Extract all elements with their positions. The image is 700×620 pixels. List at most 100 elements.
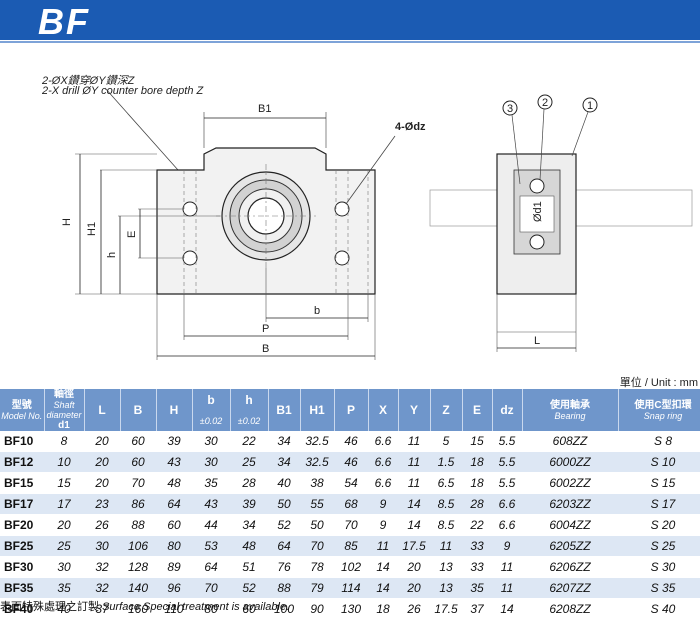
svg-text:1: 1 <box>587 100 593 112</box>
balloon-3 <box>502 100 518 116</box>
cell-e: 33 <box>462 556 492 578</box>
cell-l: 20 <box>84 431 120 452</box>
cell-b: 70 <box>120 472 156 494</box>
cell-l: 30 <box>84 535 120 557</box>
cell-bearing: 6002ZZ <box>522 472 618 494</box>
cell-snap: S 8 <box>618 431 700 452</box>
cell-x: 9 <box>368 493 398 515</box>
cell-x: 14 <box>368 577 398 599</box>
cell-b1: 52 <box>268 514 300 536</box>
cell-e: 37 <box>462 598 492 620</box>
cell-b1: 50 <box>268 493 300 515</box>
cell-dz: 14 <box>492 598 522 620</box>
cell-snap: S 35 <box>618 577 700 599</box>
cell-y: 17.5 <box>398 535 430 557</box>
page-title: BF <box>38 1 90 42</box>
cell-b: 60 <box>120 451 156 473</box>
col-Z: Z <box>430 389 463 431</box>
cell-d1: 15 <box>44 472 84 494</box>
technical-drawing: 2-ØX鑽穿ØY鑽深Z 2-X drill ØY counter bore de… <box>41 74 693 360</box>
col-H: H <box>156 389 193 431</box>
cell-p: 114 <box>334 577 368 599</box>
col-dz: dz <box>492 389 523 431</box>
cell-model: BF20 <box>0 514 44 536</box>
col-L: L <box>84 389 121 431</box>
cell-b1: 34 <box>268 431 300 452</box>
cell-b1: 40 <box>268 472 300 494</box>
cell-bearing: 6207ZZ <box>522 577 618 599</box>
hole-bottom-right <box>334 250 350 266</box>
cell-b: 88 <box>120 514 156 536</box>
cell-model: BF35 <box>0 577 44 599</box>
cell-y: 11 <box>398 451 430 473</box>
cell-dz: 5.5 <box>492 451 522 473</box>
col-X: X <box>368 389 399 431</box>
cell-snap: S 30 <box>618 556 700 578</box>
cell-h: 80 <box>156 535 192 557</box>
cell-y: 11 <box>398 472 430 494</box>
cell-x: 6.6 <box>368 472 398 494</box>
cell-l: 20 <box>84 472 120 494</box>
cell-e: 35 <box>462 577 492 599</box>
cell-y: 11 <box>398 431 430 452</box>
cell-z: 5 <box>430 431 462 452</box>
cell-dz: 5.5 <box>492 472 522 494</box>
cell-dz: 11 <box>492 556 522 578</box>
drill-note-en: 2-X drill ØY counter bore depth Z <box>41 85 204 97</box>
cell-h: 51 <box>230 556 268 578</box>
cell-y: 20 <box>398 577 430 599</box>
svg-text:2: 2 <box>542 97 548 109</box>
cell-h1: 70 <box>300 535 334 557</box>
header-divider <box>0 41 700 43</box>
cell-bearing: 6000ZZ <box>522 451 618 473</box>
cell-l: 23 <box>84 493 120 515</box>
cell-h: 28 <box>230 472 268 494</box>
cell-bearing: 6004ZZ <box>522 514 618 536</box>
cell-y: 26 <box>398 598 430 620</box>
col-B1: B1 <box>268 389 301 431</box>
cell-p: 70 <box>334 514 368 536</box>
cell-b: 44 <box>192 514 230 536</box>
cell-b: 53 <box>192 535 230 557</box>
cell-p: 46 <box>334 431 368 452</box>
balloon-1 <box>582 97 598 113</box>
cell-snap: S 10 <box>618 451 700 473</box>
cell-bearing: 6205ZZ <box>522 535 618 557</box>
cell-h1: 79 <box>300 577 334 599</box>
cell-l: 32 <box>84 556 120 578</box>
cell-z: 13 <box>430 577 462 599</box>
cell-h1: 55 <box>300 493 334 515</box>
cell-b: 128 <box>120 556 156 578</box>
cell-h: 39 <box>156 431 192 452</box>
cell-e: 33 <box>462 535 492 557</box>
cell-l: 20 <box>84 451 120 473</box>
dim-label-H: H <box>61 218 73 226</box>
hole-bottom-left <box>182 250 198 266</box>
cell-e: 22 <box>462 514 492 536</box>
svg-text:3: 3 <box>507 103 513 115</box>
cell-p: 54 <box>334 472 368 494</box>
cell-d1: 25 <box>44 535 84 557</box>
cell-b: 106 <box>120 535 156 557</box>
cell-bearing: 608ZZ <box>522 431 618 452</box>
hole-top-right <box>334 201 350 217</box>
cell-e: 28 <box>462 493 492 515</box>
cell-h1: 90 <box>300 598 334 620</box>
cell-h: 89 <box>156 556 192 578</box>
dim-label-L: L <box>534 335 540 347</box>
cell-d1: 17 <box>44 493 84 515</box>
cell-e: 15 <box>462 431 492 452</box>
cell-d1: 20 <box>44 514 84 536</box>
cell-dz: 5.5 <box>492 431 522 452</box>
cell-e: 18 <box>462 472 492 494</box>
cell-h1: 50 <box>300 514 334 536</box>
cell-z: 17.5 <box>430 598 462 620</box>
cell-snap: S 17 <box>618 493 700 515</box>
cell-z: 11 <box>430 535 462 557</box>
